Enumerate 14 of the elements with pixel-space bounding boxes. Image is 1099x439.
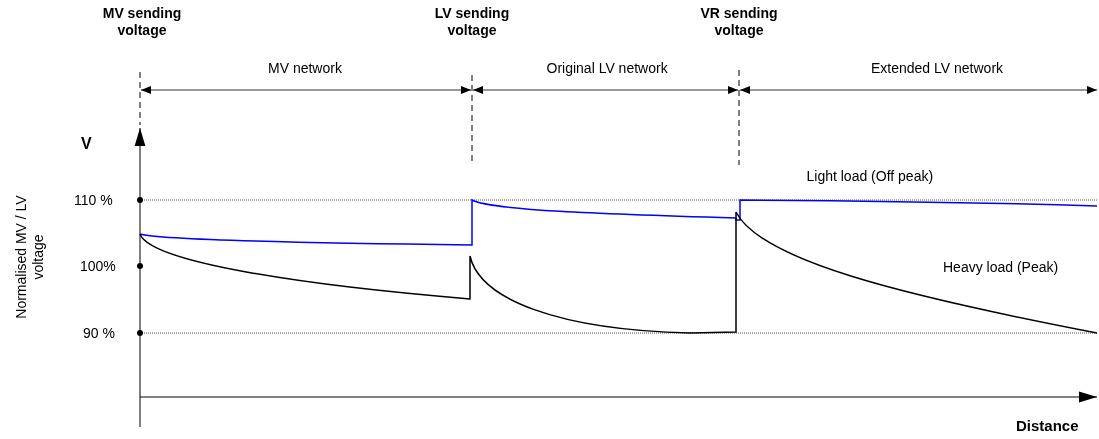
axis-label: Normalised MV / LV voltage: [13, 194, 47, 321]
tick-label: 110 %: [74, 192, 113, 209]
tick-label: 100%: [80, 258, 116, 275]
axis-label: V: [81, 135, 92, 152]
curve-label: Heavy load (Peak): [943, 259, 1059, 276]
marker-label: LV sending voltage: [433, 5, 511, 39]
section-label: Original LV network: [546, 60, 668, 77]
marker-label: VR sending voltage: [699, 5, 779, 39]
section-label: Extended LV network: [871, 60, 1004, 77]
tick-label: 90 %: [83, 325, 115, 342]
marker-label: MV sending voltage: [101, 5, 183, 39]
curve-label: Light load (Off peak): [806, 168, 934, 185]
axis-label: Distance: [1016, 417, 1079, 434]
section-label: MV network: [268, 60, 342, 77]
